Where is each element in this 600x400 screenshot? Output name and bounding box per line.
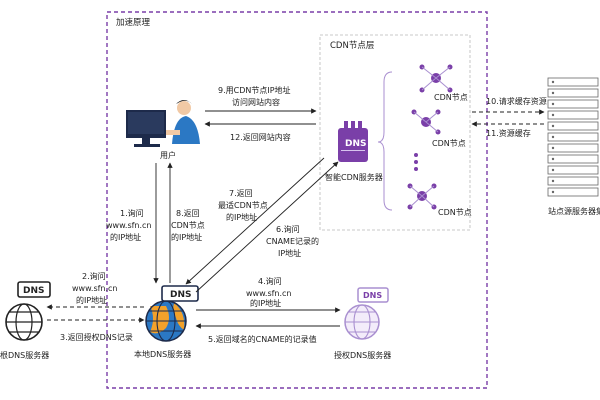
step-3-label: 3.返回授权DNS记录	[60, 332, 133, 342]
acceleration-frame	[106, 11, 488, 389]
svg-text:的IP地址: 的IP地址	[76, 295, 107, 305]
svg-text:3.返回授权DNS记录: 3.返回授权DNS记录	[60, 332, 133, 342]
root-dns-label: 根DNS服务器	[0, 350, 49, 360]
svg-text:的IP地址: 的IP地址	[110, 232, 141, 242]
svg-text:7.返回: 7.返回	[229, 189, 253, 198]
local-dns-globe-icon	[145, 285, 199, 342]
svg-text:www.sfn.cn: www.sfn.cn	[72, 284, 118, 293]
step-9-label: 9.用CDN节点IP地址 访问网站内容	[218, 85, 291, 107]
step-4-label: 4.询问 www.sfn.cn 的IP地址	[246, 276, 292, 308]
step-7-label: 7.返回 最适CDN节点 的IP地址	[218, 189, 268, 222]
arrow-step-6	[195, 161, 339, 293]
svg-text:IP地址: IP地址	[278, 248, 301, 258]
svg-text:最适CDN节点: 最适CDN节点	[218, 200, 268, 210]
cdn-node-2-icon	[411, 109, 441, 135]
local-dns-badge: DNS	[170, 290, 192, 300]
cdn-more-dots	[414, 153, 418, 171]
svg-text:www.sfn.cn: www.sfn.cn	[246, 289, 292, 298]
svg-text:9.用CDN节点IP地址: 9.用CDN节点IP地址	[218, 85, 291, 95]
arrow-step-7	[185, 157, 325, 285]
svg-text:8.返回: 8.返回	[176, 209, 200, 218]
svg-text:的IP地址: 的IP地址	[171, 232, 202, 242]
svg-text:4.询问: 4.询问	[258, 276, 282, 286]
step-5-label: 5.返回域名的CNAME的记录值	[208, 334, 317, 344]
svg-text:11.资源缓存: 11.资源缓存	[486, 128, 531, 138]
root-dns-badge: DNS	[23, 286, 45, 296]
local-dns-label: 本地DNS服务器	[134, 349, 191, 359]
svg-text:的IP地址: 的IP地址	[226, 212, 257, 222]
svg-text:CNAME记录的: CNAME记录的	[266, 236, 319, 246]
svg-text:CDN节点: CDN节点	[171, 221, 205, 230]
user-label: 用户	[160, 150, 176, 160]
cdn-node-3-icon	[407, 183, 437, 210]
step-1-label: 1.询问 www.sfn.cn 的IP地址	[106, 208, 152, 242]
smart-cdn-server-badge: DNS	[345, 139, 367, 149]
step-10-label: 10.请求缓存资源	[486, 96, 547, 106]
auth-dns-label: 授权DNS服务器	[334, 350, 391, 360]
frame-title: 加速原理	[116, 17, 151, 28]
origin-server-stack-icon	[547, 77, 599, 197]
svg-text:www.sfn.cn: www.sfn.cn	[106, 221, 152, 230]
svg-text:1.询问: 1.询问	[120, 208, 144, 218]
step-11-label: 11.资源缓存	[486, 128, 531, 138]
origin-server-label: 站点源服务器集	[548, 206, 600, 216]
auth-dns-globe-icon	[344, 287, 389, 340]
cdn-layer-box	[319, 34, 471, 231]
svg-text:2.询问: 2.询问	[82, 271, 106, 281]
step-12-label: 12.返回网站内容	[230, 132, 291, 142]
svg-text:访问网站内容: 访问网站内容	[232, 97, 280, 107]
svg-text:的IP地址: 的IP地址	[250, 298, 281, 308]
cdn-node-1-label: CDN节点	[434, 93, 468, 102]
svg-text:12.返回网站内容: 12.返回网站内容	[230, 132, 291, 142]
smart-cdn-server-icon	[338, 121, 368, 162]
svg-text:5.返回域名的CNAME的记录值: 5.返回域名的CNAME的记录值	[208, 334, 317, 344]
smart-cdn-server-label: 智能CDN服务器	[325, 172, 383, 182]
root-dns-globe-icon	[5, 281, 51, 341]
user-icon	[126, 100, 200, 147]
cdn-node-2-label: CDN节点	[432, 139, 466, 148]
cdn-brace	[377, 71, 393, 211]
cdn-node-3-label: CDN节点	[438, 208, 472, 217]
step-2-label: 2.询问 www.sfn.cn 的IP地址	[72, 271, 118, 305]
svg-text:10.请求缓存资源: 10.请求缓存资源	[486, 96, 547, 106]
cdn-node-1-icon	[419, 64, 453, 93]
cdn-layer-title: CDN节点层	[330, 41, 374, 51]
auth-dns-badge: DNS	[363, 291, 382, 300]
svg-text:6.询问: 6.询问	[276, 224, 300, 234]
step-8-label: 8.返回 CDN节点 的IP地址	[171, 209, 205, 242]
step-6-label: 6.询问 CNAME记录的 IP地址	[266, 224, 319, 258]
